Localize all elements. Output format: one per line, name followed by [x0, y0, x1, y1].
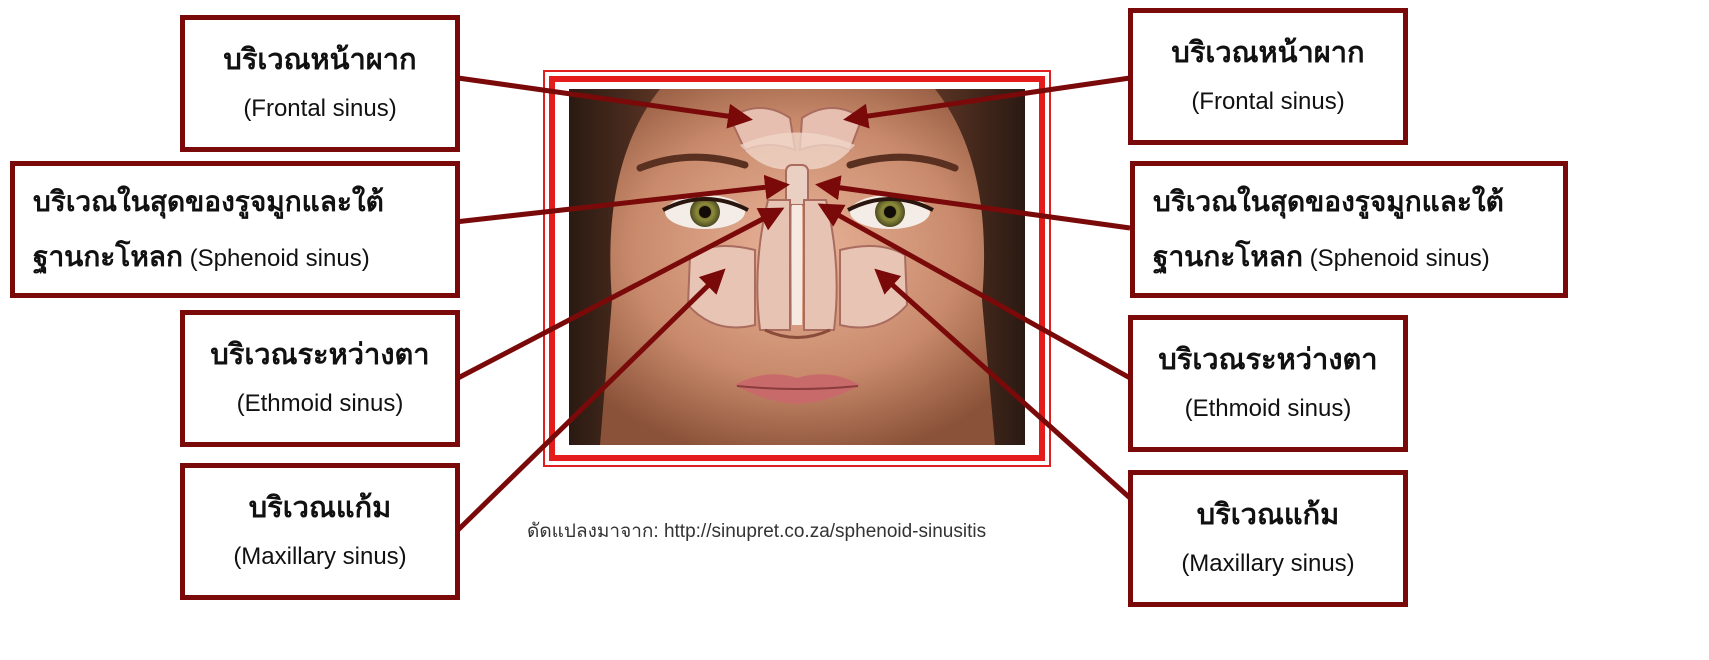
label-ethmoid-thai: บริเวณระหว่างตา — [1158, 341, 1377, 380]
label-sphenoid-thai2: ฐานกะโหลก — [33, 241, 183, 272]
label-frontal-right: บริเวณหน้าผาก (Frontal sinus) — [1128, 8, 1408, 145]
label-ethmoid-left: บริเวณระหว่างตา (Ethmoid sinus) — [180, 310, 460, 447]
label-ethmoid-latin: (Ethmoid sinus) — [237, 387, 404, 421]
label-sphenoid-latin: (Sphenoid sinus) — [190, 245, 370, 272]
label-sphenoid-thai2: ฐานกะโหลก — [1153, 241, 1303, 272]
label-maxillary-latin: (Maxillary sinus) — [1181, 547, 1354, 581]
label-ethmoid-right: บริเวณระหว่างตา (Ethmoid sinus) — [1128, 315, 1408, 452]
label-ethmoid-thai: บริเวณระหว่างตา — [210, 336, 429, 375]
label-sphenoid-latin: (Sphenoid sinus) — [1310, 245, 1490, 272]
label-frontal-thai: บริเวณหน้าผาก — [1171, 34, 1364, 73]
label-maxillary-left: บริเวณแก้ม (Maxillary sinus) — [180, 463, 460, 600]
label-sphenoid-thai: บริเวณในสุดของรูจมูกและใต้ — [1153, 183, 1504, 221]
label-frontal-thai: บริเวณหน้าผาก — [223, 41, 416, 80]
label-frontal-latin: (Frontal sinus) — [1191, 85, 1344, 119]
label-maxillary-thai: บริเวณแก้ม — [1197, 496, 1339, 535]
face-illustration — [569, 89, 1025, 445]
label-sphenoid-thai: บริเวณในสุดของรูจมูกและใต้ — [33, 183, 384, 221]
label-frontal-latin: (Frontal sinus) — [243, 92, 396, 126]
label-maxillary-latin: (Maxillary sinus) — [233, 540, 406, 574]
label-maxillary-right: บริเวณแก้ม (Maxillary sinus) — [1128, 470, 1408, 607]
label-sphenoid-right: บริเวณในสุดของรูจมูกและใต้ ฐานกะโหลก (Sp… — [1130, 161, 1568, 298]
label-ethmoid-latin: (Ethmoid sinus) — [1185, 392, 1352, 426]
label-frontal-left: บริเวณหน้าผาก (Frontal sinus) — [180, 15, 460, 152]
label-maxillary-thai: บริเวณแก้ม — [249, 489, 391, 528]
source-note: ดัดแปลงมาจาก: http://sinupret.co.za/sphe… — [527, 516, 986, 546]
label-sphenoid-left: บริเวณในสุดของรูจมูกและใต้ ฐานกะโหลก (Sp… — [10, 161, 460, 298]
